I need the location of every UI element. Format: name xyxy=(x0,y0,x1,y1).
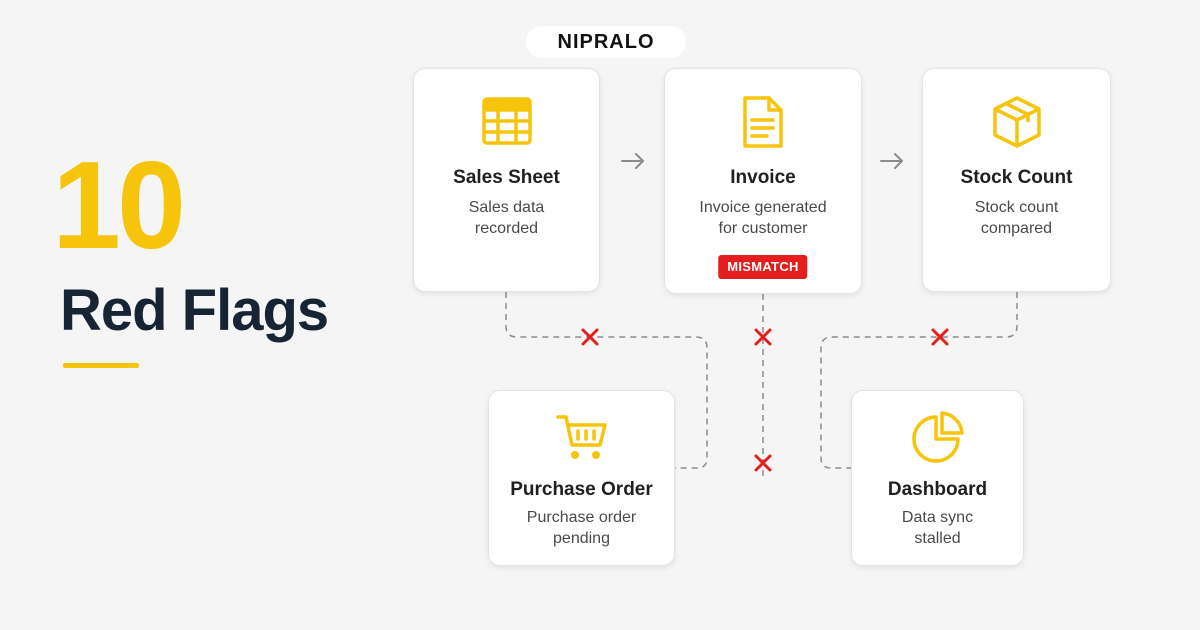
card-description-line: Sales data xyxy=(468,199,545,216)
card-description-line: stalled xyxy=(914,530,961,547)
card-title: Sales Sheet xyxy=(453,167,560,188)
card-stock-count: Stock Count Stock count compared xyxy=(922,68,1111,292)
pie-chart-icon xyxy=(911,411,964,463)
card-description-line: Purchase order xyxy=(526,509,637,526)
card-description-line: Invoice generated xyxy=(699,199,827,216)
card-title: Invoice xyxy=(730,167,796,188)
headline-text: Red Flags xyxy=(60,278,329,343)
card-description: Sales data recorded xyxy=(414,197,599,239)
card-description-line: pending xyxy=(553,530,610,547)
broken-link-x-icon xyxy=(931,328,949,346)
box-icon xyxy=(992,96,1041,148)
broken-link-x-icon xyxy=(754,328,772,346)
brand-name: NIPRALO xyxy=(557,30,655,53)
card-description-line: Stock count xyxy=(974,199,1059,216)
card-purchase-order: Purchase Order Purchase order pending xyxy=(488,390,675,566)
brand-logo: NIPRALO xyxy=(526,26,686,58)
card-sales-sheet: Sales Sheet Sales data recorded xyxy=(413,68,600,292)
card-description-line: compared xyxy=(980,220,1053,237)
spreadsheet-icon xyxy=(481,97,532,145)
card-description: Stock count compared xyxy=(923,197,1110,239)
card-title: Purchase Order xyxy=(510,479,653,500)
card-description-line: Data sync xyxy=(901,509,974,526)
headline-underline xyxy=(63,363,139,368)
document-icon xyxy=(743,96,783,148)
card-title: Dashboard xyxy=(887,479,988,500)
mismatch-badge: MISMATCH xyxy=(718,255,808,279)
card-description: Invoice generated for customer xyxy=(665,197,861,239)
headline-number: 10 xyxy=(52,137,186,275)
card-title: Stock Count xyxy=(960,167,1073,188)
card-description: Data sync stalled xyxy=(852,507,1023,549)
arrow-right-icon xyxy=(880,153,903,169)
arrow-right-icon xyxy=(621,153,644,169)
card-description-line: recorded xyxy=(474,220,539,237)
card-invoice: Invoice Invoice generated for customer M… xyxy=(664,68,862,294)
broken-link-x-icon xyxy=(754,454,772,472)
broken-link-x-icon xyxy=(581,328,599,346)
cart-icon xyxy=(555,415,607,459)
card-description: Purchase order pending xyxy=(489,507,674,549)
card-description-line: for customer xyxy=(718,220,808,237)
card-dashboard: Dashboard Data sync stalled xyxy=(851,390,1024,566)
